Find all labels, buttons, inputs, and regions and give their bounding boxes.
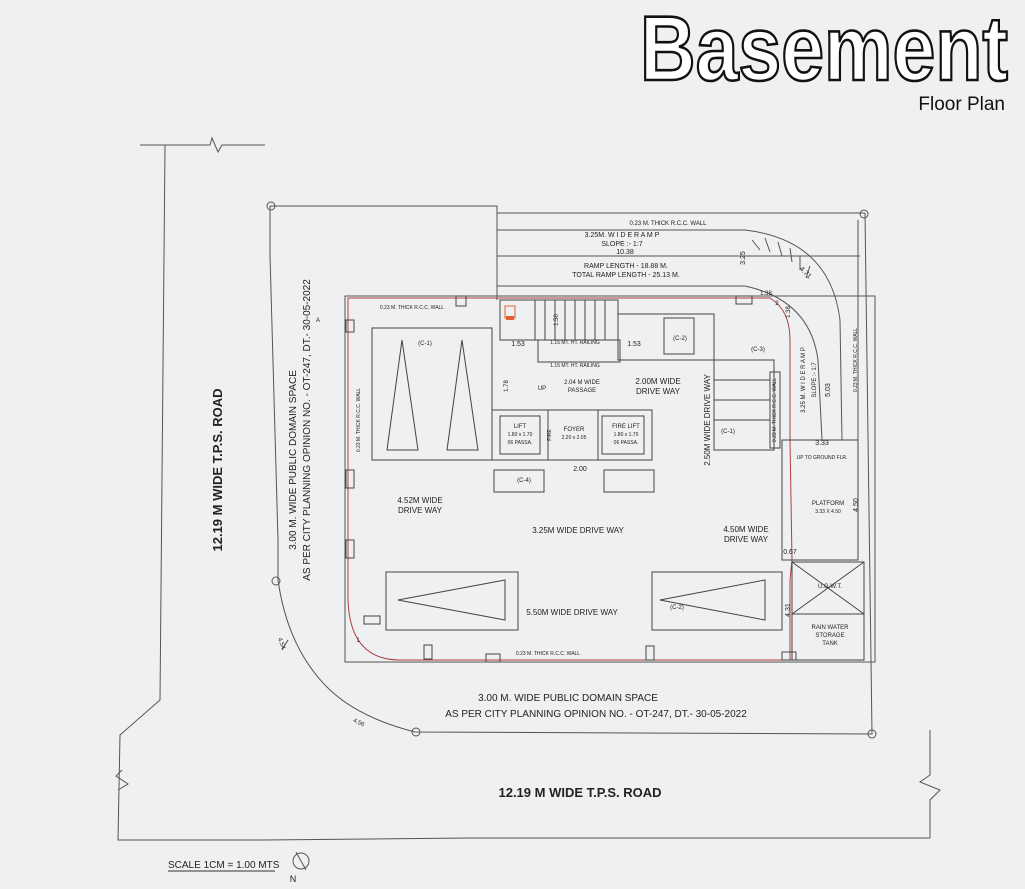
dim-138-a: 1.38 — [760, 291, 772, 297]
drive-452-a: 4.52M WIDE — [397, 496, 442, 505]
platform-label: PLATFORM — [812, 501, 844, 507]
page-subtitle: Floor Plan — [918, 94, 1005, 115]
dim-153b: 1.53 — [627, 341, 641, 348]
left-road-label: 12.19 M WIDE T.P.S. ROAD — [210, 388, 225, 551]
marker-a: A — [316, 318, 320, 324]
platform-size: 3.33 X 4.50 — [815, 509, 841, 515]
drive-550: 5.50M WIDE DRIVE WAY — [526, 608, 618, 617]
railing-1: 1.15 MT. HT. RAILING — [550, 340, 600, 346]
lift-capacity: 06 PASSA. — [508, 440, 533, 446]
marker-1: 1 — [356, 638, 360, 644]
page-title: Basement — [640, 0, 1008, 100]
platform-dim-450: 4.50 — [853, 498, 860, 512]
dim-200: 2.00 — [573, 466, 587, 473]
drive-450-b: DRIVE WAY — [724, 535, 769, 544]
right-wall-label: 0.23 M. THICK R.C.C. WALL — [853, 328, 859, 392]
north-label: N — [290, 874, 297, 884]
rain-label-2: STORAGE — [815, 633, 844, 639]
dim-503: 5.03 — [825, 383, 832, 397]
drive-452-b: DRIVE WAY — [398, 506, 443, 515]
ugwt-label: U.G.W.T. — [818, 584, 842, 590]
dim-067: 0.67 — [783, 549, 797, 556]
dim-456: 4.56 — [352, 718, 366, 729]
dim-454: 4.54 — [276, 637, 286, 651]
ramp-slope: SLOPE :- 1:7 — [601, 241, 642, 248]
foyer-label: FOYER — [564, 427, 585, 433]
side-ramp-slope: SLOPE :- 1:7 — [812, 362, 818, 398]
stair-dim: 1.50 — [554, 314, 560, 326]
lift-size: 1.80 x 1.70 — [508, 432, 533, 438]
dim-431: 4.31 — [785, 603, 792, 617]
foyer-size: 2.20 x 2.05 — [562, 435, 587, 441]
parking-c3: (C-3) — [751, 347, 765, 353]
bottom-domain-line2: AS PER CITY PLANNING OPINION NO. - OT-24… — [445, 709, 747, 720]
drive-200-b: DRIVE WAY — [636, 387, 681, 396]
dim-153a: 1.53 — [511, 341, 525, 348]
fire-lift-label: FIRE LIFT — [612, 424, 640, 430]
ramp-length: RAMP LENGTH - 18.88 M. — [584, 263, 668, 270]
dim-178: 1.78 — [504, 380, 510, 392]
parking-c4: (C-4) — [517, 478, 531, 484]
drive-450-a: 4.50M WIDE — [723, 525, 768, 534]
dim-471: 4.71 — [798, 266, 813, 281]
fire-tag: FIRE — [547, 429, 553, 441]
platform-dim-333: 3.33 — [815, 440, 829, 447]
passage-label: 2.04 M WIDE — [564, 380, 600, 386]
parking-c2-a: (C-2) — [670, 605, 684, 611]
drive-250: 2.50M WIDE DRIVE WAY — [703, 374, 712, 466]
parking-c1-b: (C-1) — [721, 429, 735, 435]
title-logo: Basement — [639, 0, 1010, 100]
top-wall-label: 0.23 M. THICK R.C.C. WALL — [380, 305, 444, 311]
inner-wall-label: 0.23 M. THICK R.C.C. WALL — [772, 378, 778, 442]
up-to-ground: UP TO GROUND FLR. — [797, 455, 848, 461]
fire-lift-capacity: 06 PASSA. — [614, 440, 639, 446]
bottom-wall-label: 0.23 M. THICK R.C.C. WALL — [516, 651, 580, 657]
dim-138-b: 1.38 — [786, 306, 792, 318]
left-wall-label: 0.23 M. THICK R.C.C. WALL — [356, 388, 362, 452]
up-label: UP — [538, 386, 546, 392]
lift-label: LIFT — [514, 424, 527, 430]
left-domain-line2: AS PER CITY PLANNING OPINION NO. - OT-24… — [302, 279, 313, 581]
rain-label-3: TANK — [822, 641, 838, 647]
parking-c1-a: (C-1) — [418, 341, 432, 347]
drive-325: 3.25M WIDE DRIVE WAY — [532, 526, 624, 535]
railing-2: 1.15 MT. HT. RAILING — [550, 363, 600, 369]
rain-label-1: RAIN WATER — [812, 625, 850, 631]
fire-lift-size: 1.80 x 1.70 — [614, 432, 639, 438]
side-ramp-title: 3.25 M. W I D E R A M P — [801, 347, 807, 413]
bottom-road-label: 12.19 M WIDE T.P.S. ROAD — [498, 785, 661, 800]
drive-200-a: 2.00M WIDE — [635, 377, 680, 386]
marker-2: 2 — [775, 301, 779, 307]
ramp-dim: 10.38 — [616, 249, 634, 256]
passage-label-2: PASSAGE — [568, 388, 596, 394]
scale-label: SCALE 1CM = 1.00 MTS — [168, 860, 280, 871]
ramp-wall-note: 0.23 M. THICK R.C.C. WALL — [629, 221, 707, 227]
parking-c2-core: (C-2) — [673, 336, 687, 342]
bottom-domain-line1: 3.00 M. WIDE PUBLIC DOMAIN SPACE — [478, 693, 658, 704]
left-domain-line1: 3.00 M. WIDE PUBLIC DOMAIN SPACE — [288, 370, 299, 550]
ramp-title: 3.25M. W I D E R A M P — [585, 232, 660, 239]
dim-325: 3.25 — [740, 251, 747, 265]
ramp-total-length: TOTAL RAMP LENGTH - 25.13 M. — [572, 272, 680, 279]
